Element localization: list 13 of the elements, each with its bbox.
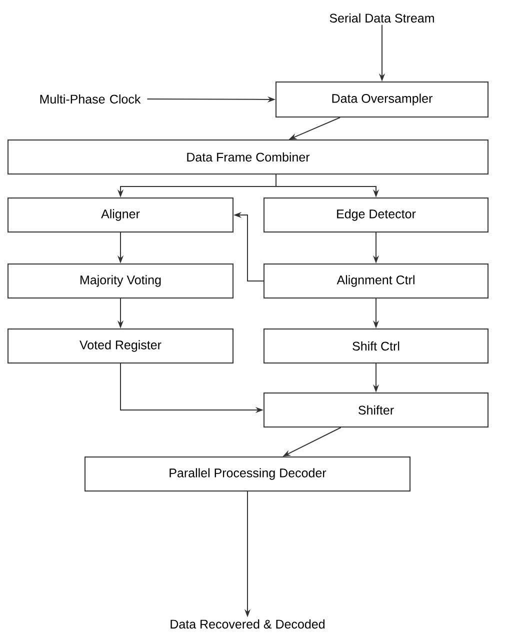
label-text: Multi-Phase Clock [40, 94, 141, 104]
process-box: Majority Voting [8, 264, 234, 298]
process-box: Shift Ctrl [264, 328, 488, 364]
process-box: Data Oversampler [276, 82, 488, 118]
label-text: Data Recovered & Decoded [170, 619, 324, 629]
process-box: Shifter [264, 392, 488, 428]
process-box: Edge Detector [264, 198, 488, 232]
process-box: Aligner [8, 198, 234, 232]
process-box: Parallel Processing Decoder [84, 456, 410, 492]
process-box: Voted Register [8, 328, 234, 364]
label-text: Serial Data Stream [330, 13, 434, 23]
process-box: Data Frame Combiner [8, 140, 488, 174]
process-box: Alignment Ctrl [264, 264, 488, 298]
